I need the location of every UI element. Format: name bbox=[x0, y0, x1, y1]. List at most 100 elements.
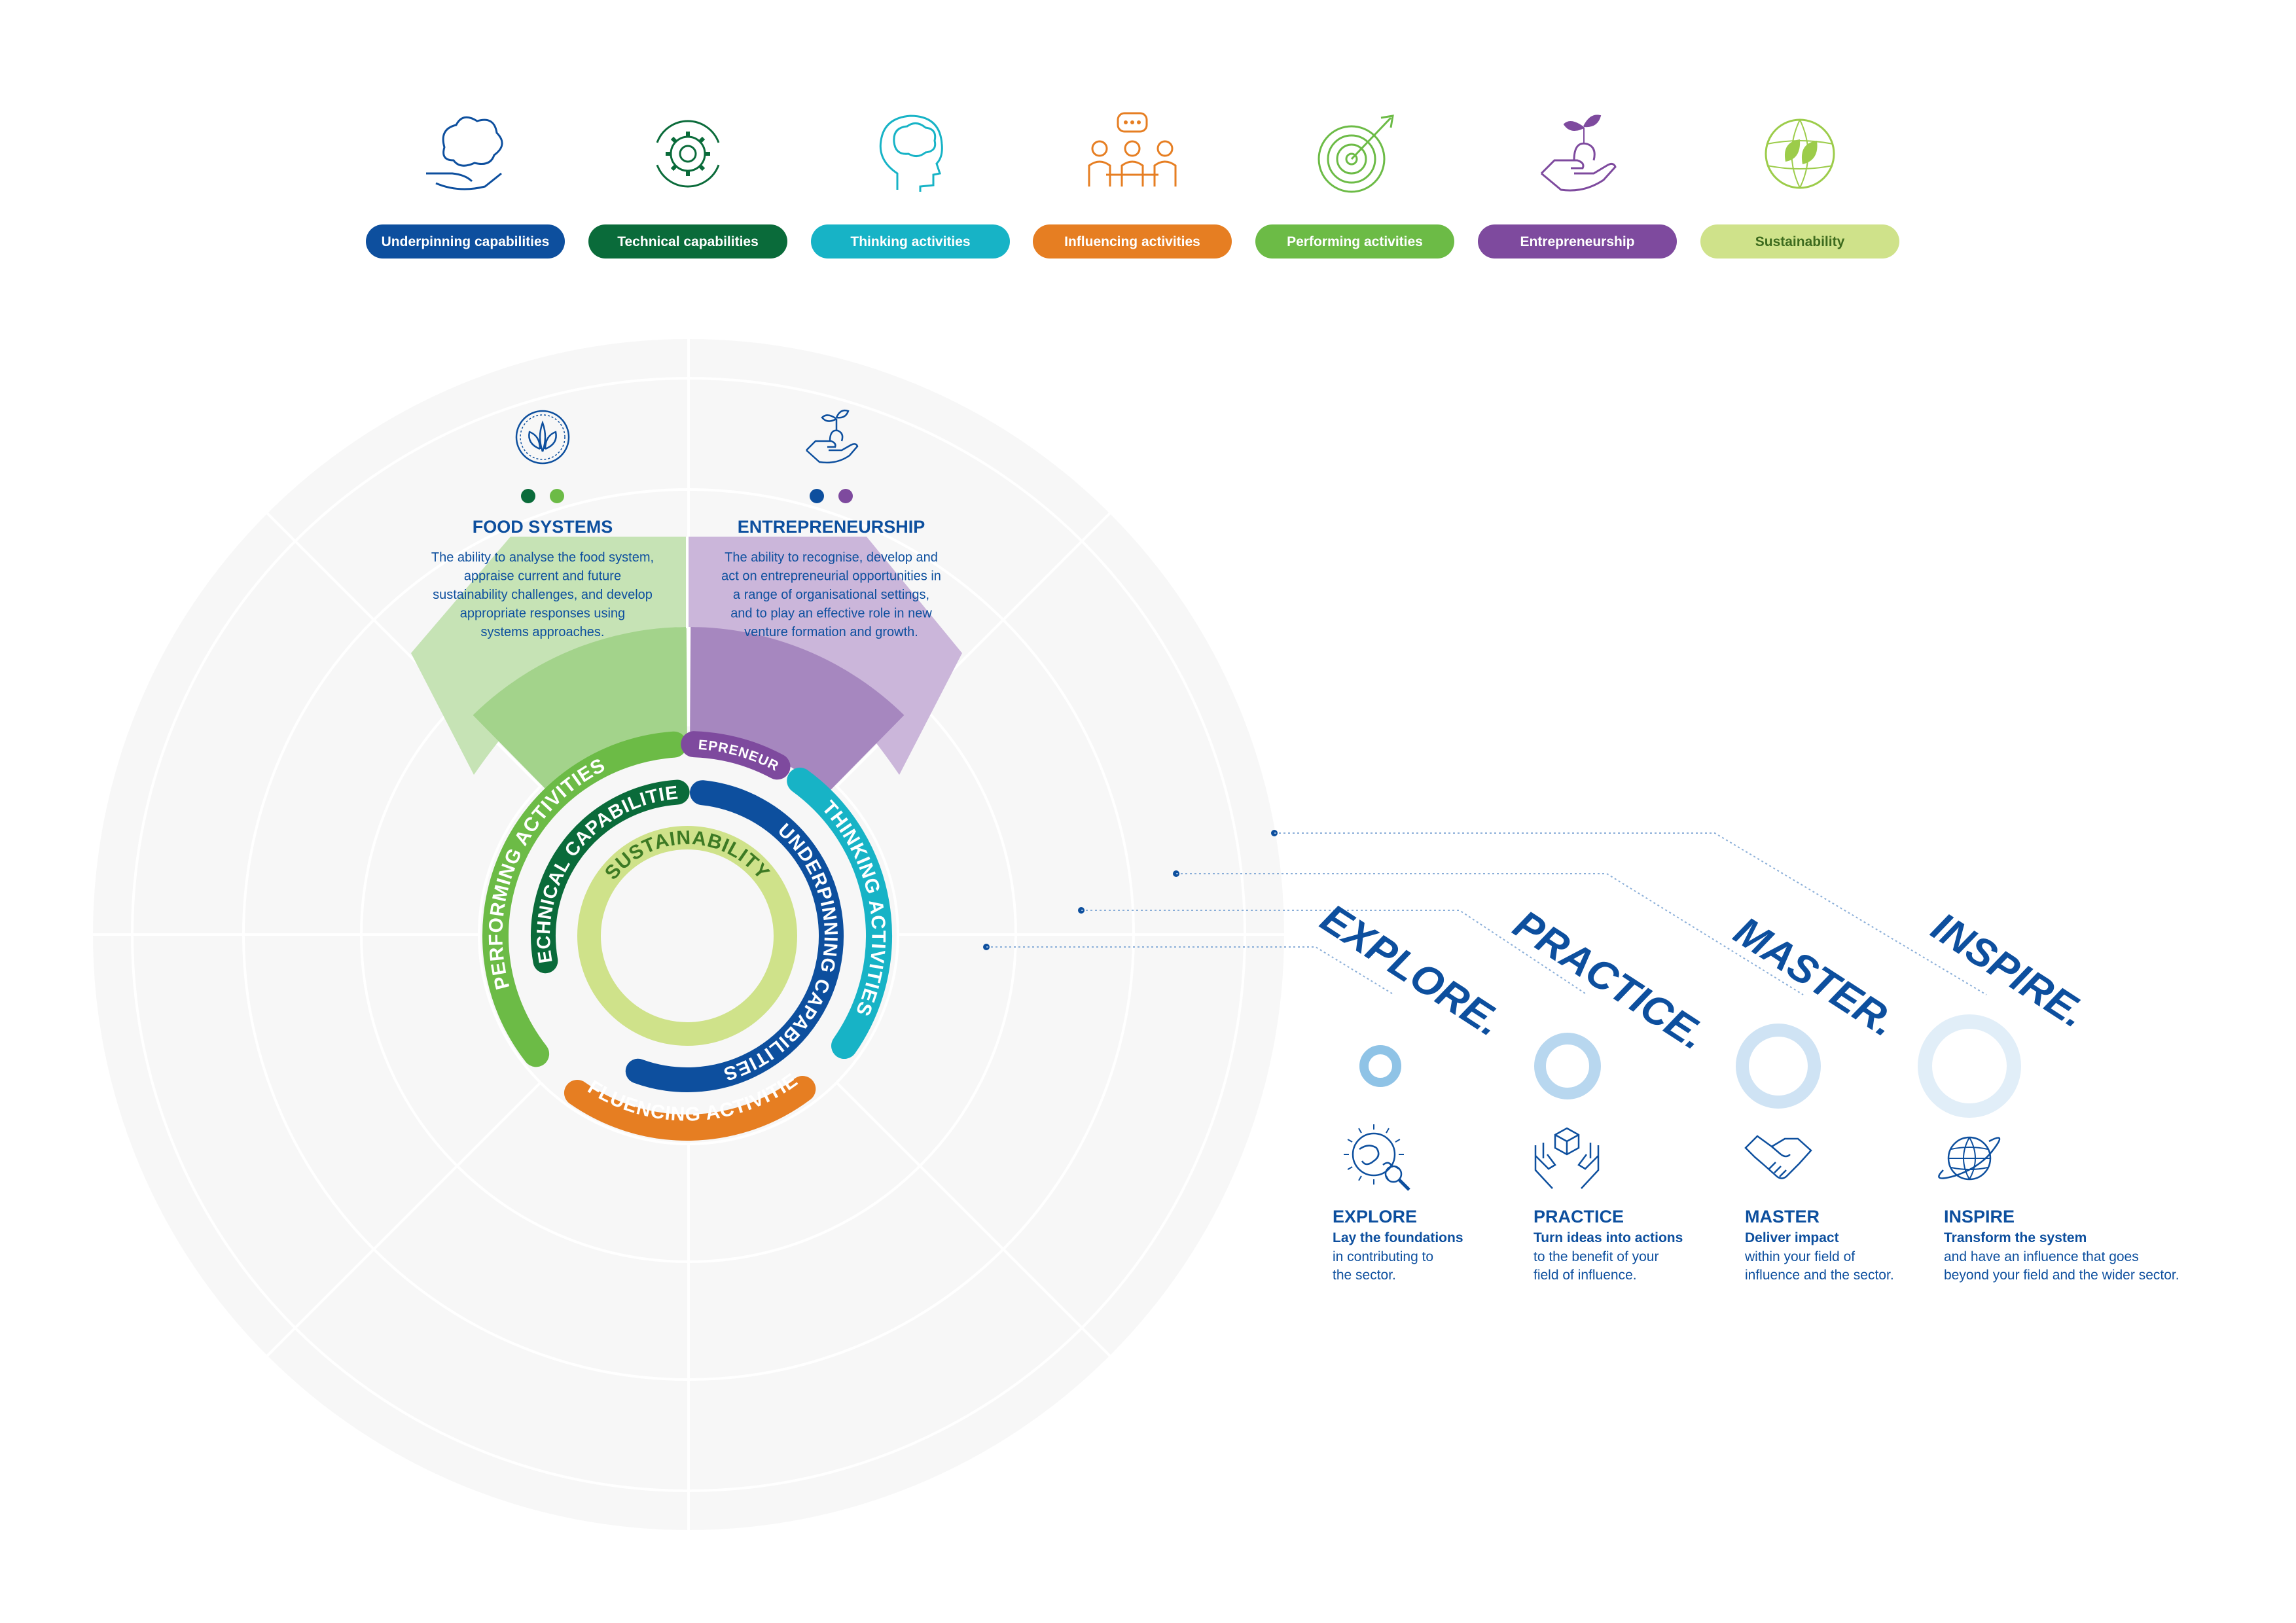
competency-dot bbox=[550, 489, 564, 503]
competency-description-line: appropriate responses using bbox=[460, 607, 625, 621]
icon-stroke bbox=[1327, 134, 1376, 184]
legend-pill bbox=[1478, 224, 1677, 259]
icon-stroke bbox=[1534, 1143, 1556, 1189]
legend-label: Influencing activities bbox=[1064, 234, 1200, 249]
icon-stroke bbox=[670, 135, 706, 172]
icon-stroke bbox=[656, 164, 720, 188]
level-description-line: and have an influence that goes bbox=[1944, 1249, 2139, 1264]
influencing-arc bbox=[564, 1076, 816, 1141]
level-description-line: the sector. bbox=[1333, 1268, 1396, 1283]
competency-description-line: venture formation and growth. bbox=[744, 625, 918, 639]
icon-stroke bbox=[829, 429, 844, 442]
level-description-line: within your field of bbox=[1744, 1249, 1855, 1264]
icon-stroke bbox=[1318, 125, 1386, 193]
icon-stroke bbox=[1153, 160, 1177, 187]
icon-leaf bbox=[1784, 139, 1801, 162]
icon-dot bbox=[1137, 120, 1141, 124]
level-ring bbox=[1359, 1045, 1401, 1087]
icon-stroke bbox=[1948, 1137, 1990, 1180]
icon-stroke bbox=[670, 164, 677, 171]
handshake-icon bbox=[1744, 1135, 1812, 1179]
legend-pill bbox=[1255, 224, 1454, 259]
level-ring bbox=[1918, 1014, 2021, 1118]
leaf-circle-icon bbox=[515, 410, 570, 465]
background-radial-grid bbox=[90, 336, 1287, 1533]
competency-description-line: systems approaches. bbox=[481, 625, 605, 639]
team-speech-icon bbox=[1088, 112, 1177, 187]
level-subtitle: Transform the system bbox=[1944, 1230, 2087, 1245]
icon-stroke bbox=[528, 420, 557, 452]
legend-label: Sustainability bbox=[1755, 234, 1845, 249]
icon-stroke bbox=[426, 172, 502, 190]
legend-label: Entrepreneurship bbox=[1520, 234, 1634, 249]
competency-description-line: a range of organisational settings, bbox=[733, 588, 929, 602]
leaf-globe-icon bbox=[1765, 118, 1835, 189]
level-tag: PRACTICE. bbox=[1505, 902, 1713, 1059]
competency-description-line: sustainability challenges, and develop bbox=[433, 588, 653, 602]
icon-stroke bbox=[656, 120, 720, 143]
connector-line bbox=[1274, 832, 1987, 995]
icon-stroke bbox=[806, 440, 859, 464]
level-title: INSPIRE bbox=[1944, 1207, 2015, 1226]
icon-stroke bbox=[821, 409, 850, 431]
icon-stroke bbox=[1347, 1166, 1353, 1170]
competency-description-line: appraise current and future bbox=[464, 569, 621, 584]
icon-stroke bbox=[1554, 1127, 1580, 1156]
legend-label: Performing activities bbox=[1287, 234, 1423, 249]
icon-stroke bbox=[1352, 1132, 1396, 1177]
level-description-line: influence and the sector. bbox=[1745, 1268, 1894, 1283]
globe-magnifier-icon bbox=[1344, 1124, 1410, 1191]
level-subtitle: Turn ideas into actions bbox=[1534, 1230, 1683, 1245]
icon-stroke bbox=[1573, 142, 1596, 161]
level-ring bbox=[1736, 1024, 1821, 1109]
legend-pill bbox=[366, 224, 565, 259]
level-description-line: in contributing to bbox=[1333, 1249, 1433, 1264]
entrepreneurship-arc bbox=[681, 731, 791, 780]
legend-pill bbox=[588, 224, 787, 259]
seedling-hand-icon bbox=[806, 409, 859, 464]
level-tag: EXPLORE. bbox=[1313, 895, 1510, 1045]
target-arrow-icon bbox=[1318, 115, 1394, 193]
legend-label: Thinking activities bbox=[850, 234, 970, 249]
thinking-arc bbox=[787, 767, 892, 1060]
legend-pill bbox=[811, 224, 1010, 259]
competency-description-line: act on entrepreneurial opportunities in bbox=[721, 569, 941, 584]
legend-label: Underpinning capabilities bbox=[382, 234, 550, 249]
level-title: MASTER bbox=[1745, 1207, 1820, 1226]
head-brain-icon bbox=[879, 115, 943, 192]
icon-stroke bbox=[1765, 118, 1835, 189]
icon-stroke bbox=[1767, 119, 1833, 188]
icon-stroke bbox=[515, 410, 570, 465]
icon-stroke bbox=[1347, 1139, 1353, 1143]
level-ring bbox=[1534, 1033, 1601, 1099]
icon-stroke bbox=[1345, 152, 1358, 166]
icon-stroke bbox=[520, 414, 565, 460]
icon-stroke bbox=[1121, 160, 1144, 187]
icon-stroke bbox=[1359, 1145, 1393, 1168]
icon-stroke bbox=[879, 115, 943, 192]
gear-cycle-icon bbox=[656, 120, 720, 188]
icon-stroke bbox=[442, 116, 503, 167]
level-description-line: field of influence. bbox=[1534, 1268, 1637, 1283]
competency-dot bbox=[521, 489, 535, 503]
performing-arc bbox=[482, 731, 687, 1067]
icon-stroke bbox=[1938, 1137, 2001, 1179]
underpinning-arc bbox=[625, 780, 844, 1092]
sustainability-ring bbox=[577, 826, 797, 1046]
legend-pill bbox=[1700, 224, 1899, 259]
grid-spoke bbox=[264, 1081, 542, 1359]
icon-stroke bbox=[1768, 1146, 1791, 1177]
competency-title: ENTREPRENEURSHIP bbox=[738, 517, 925, 537]
icon-stroke bbox=[1124, 140, 1141, 157]
icon-stroke bbox=[1088, 160, 1111, 187]
icon-stroke bbox=[1577, 1143, 1600, 1189]
competency-description-line: The ability to recognise, develop and bbox=[725, 550, 938, 565]
icon-stroke bbox=[1350, 116, 1392, 160]
icon-stroke bbox=[1157, 140, 1174, 157]
seedling-hand-icon bbox=[1540, 115, 1617, 192]
level-description-line: beyond your field and the wider sector. bbox=[1944, 1268, 2179, 1283]
competency-title: FOOD SYSTEMS bbox=[473, 517, 613, 537]
food-systems-inner-wedge bbox=[473, 627, 687, 795]
